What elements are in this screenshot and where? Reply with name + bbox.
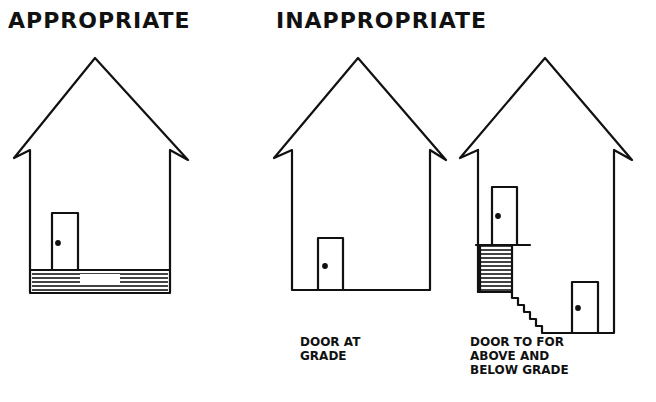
- caption-note: DOOR TO FOR ABOVE AND BELOW GRADE: [470, 336, 570, 377]
- heading: APPROPRIATE: [8, 8, 191, 33]
- house-split-doors: [460, 58, 632, 333]
- heading: INAPPROPRIATE: [276, 8, 487, 33]
- house-door-at-grade: [274, 58, 446, 290]
- caption-note: DOOR AT GRADE: [300, 336, 400, 364]
- house-appropriate: [14, 58, 188, 293]
